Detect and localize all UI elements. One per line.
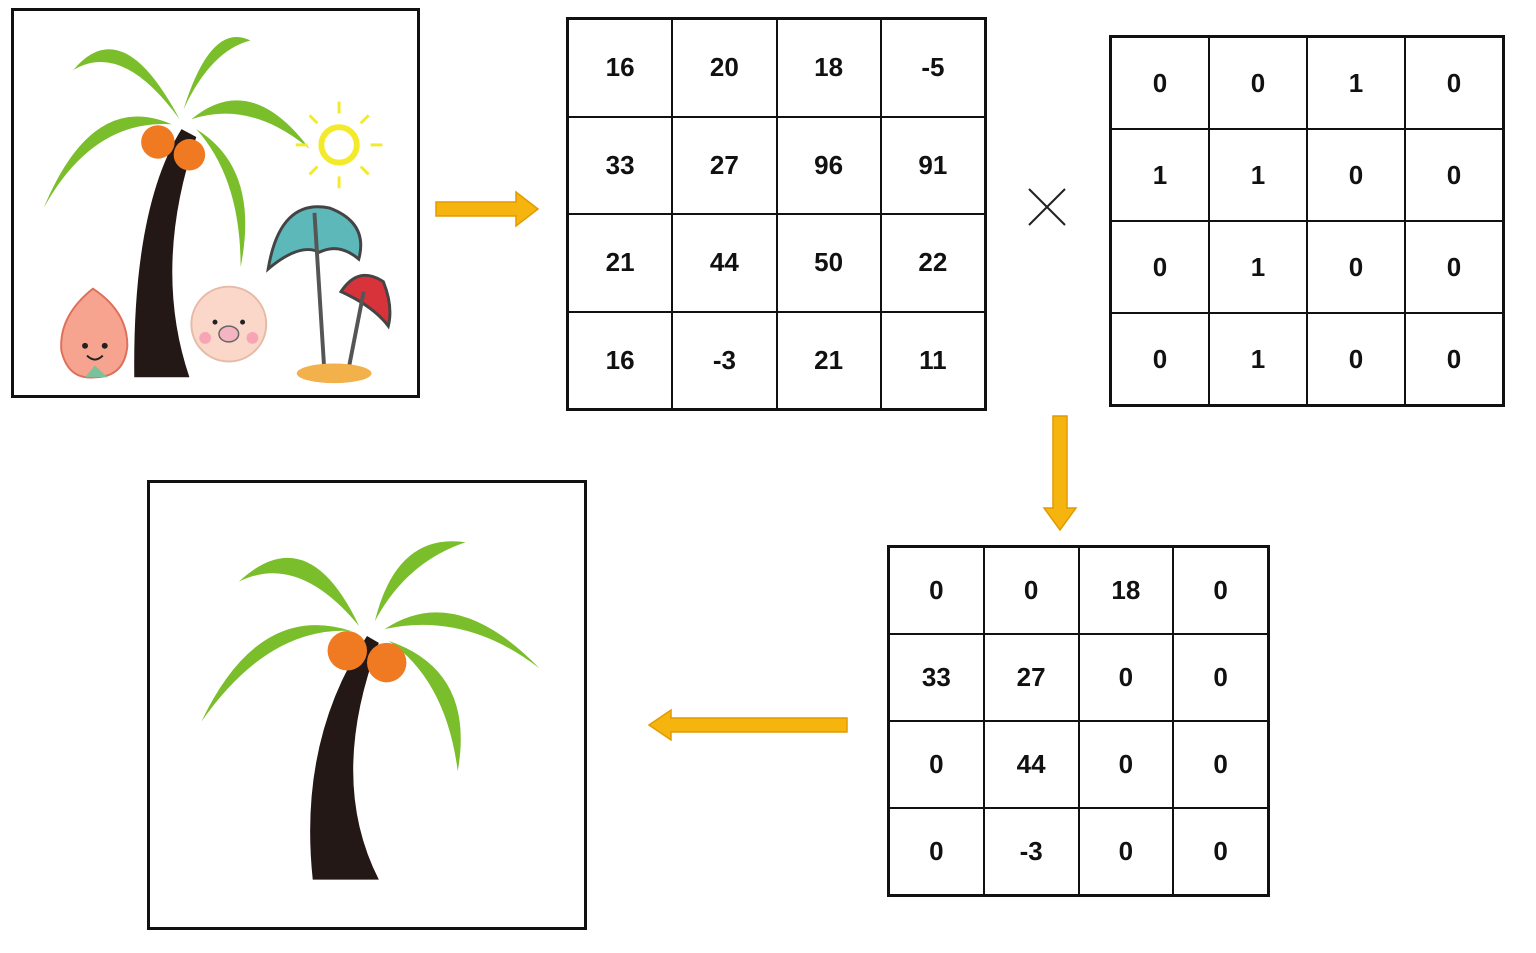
mask-cell-r0c2: 1 xyxy=(1307,37,1405,129)
input-cell-r3c3: 11 xyxy=(880,311,985,409)
input-cell-r0c2: 18 xyxy=(776,19,881,117)
result-cell-r0c2: 18 xyxy=(1078,547,1174,634)
result-cell-r2c0: 0 xyxy=(889,721,984,808)
result-cell-r3c1: -3 xyxy=(983,808,1079,895)
mask-cell-r1c1: 1 xyxy=(1209,129,1307,221)
arrow-right-icon xyxy=(435,190,540,228)
result-cell-r2c2: 0 xyxy=(1078,721,1174,808)
mask-cell-r3c1: 1 xyxy=(1209,313,1307,405)
input-cell-r3c2: 21 xyxy=(776,311,881,409)
input-cell-r1c0: 33 xyxy=(568,116,673,214)
result-cell-r3c3: 0 xyxy=(1173,808,1268,895)
mask-cell-r2c1: 1 xyxy=(1209,221,1307,313)
result-cell-r3c0: 0 xyxy=(889,808,984,895)
result-cell-r2c3: 0 xyxy=(1173,721,1268,808)
input-cell-r0c1: 20 xyxy=(672,19,777,117)
input-cell-r3c0: 16 xyxy=(568,311,673,409)
arrow-left-icon xyxy=(647,708,848,742)
mask-cell-r3c0: 0 xyxy=(1111,313,1209,405)
mask-cell-r0c0: 0 xyxy=(1111,37,1209,129)
result-cell-r3c2: 0 xyxy=(1078,808,1174,895)
mask-cell-r1c0: 1 xyxy=(1111,129,1209,221)
result-cell-r0c3: 0 xyxy=(1173,547,1268,634)
result-cell-r1c1: 27 xyxy=(983,634,1079,721)
result-cell-r2c1: 44 xyxy=(983,721,1079,808)
mask-cell-r1c3: 0 xyxy=(1405,129,1503,221)
result-cell-r1c2: 0 xyxy=(1078,634,1174,721)
input-cell-r1c2: 96 xyxy=(776,116,881,214)
mask-cell-r0c3: 0 xyxy=(1405,37,1503,129)
input-cell-r2c2: 50 xyxy=(776,214,881,312)
multiply-icon xyxy=(1028,188,1066,226)
input-cell-r2c1: 44 xyxy=(672,214,777,312)
arrow-down-icon xyxy=(1042,415,1078,532)
output-image xyxy=(147,480,587,930)
mask-cell-r0c1: 0 xyxy=(1209,37,1307,129)
mask-cell-r2c3: 0 xyxy=(1405,221,1503,313)
result-cell-r1c0: 33 xyxy=(889,634,984,721)
mask-cell-r2c2: 0 xyxy=(1307,221,1405,313)
mask-cell-r3c2: 0 xyxy=(1307,313,1405,405)
input-cell-r3c1: -3 xyxy=(672,311,777,409)
input-cell-r1c3: 91 xyxy=(880,116,985,214)
input-cell-r0c3: -5 xyxy=(880,19,985,117)
result-cell-r1c3: 0 xyxy=(1173,634,1268,721)
result-cell-r0c0: 0 xyxy=(889,547,984,634)
input-cell-r2c3: 22 xyxy=(880,214,985,312)
palm-tree-icon xyxy=(201,541,540,880)
input-cell-r0c0: 16 xyxy=(568,19,673,117)
input-image xyxy=(11,8,420,398)
palm-tree-beach-scene-icon xyxy=(43,36,392,384)
input-cell-r2c0: 21 xyxy=(568,214,673,312)
mask-cell-r1c2: 0 xyxy=(1307,129,1405,221)
input-cell-r1c1: 27 xyxy=(672,116,777,214)
mask-cell-r3c3: 0 xyxy=(1405,313,1503,405)
result-cell-r0c1: 0 xyxy=(983,547,1079,634)
mask-cell-r2c0: 0 xyxy=(1111,221,1209,313)
